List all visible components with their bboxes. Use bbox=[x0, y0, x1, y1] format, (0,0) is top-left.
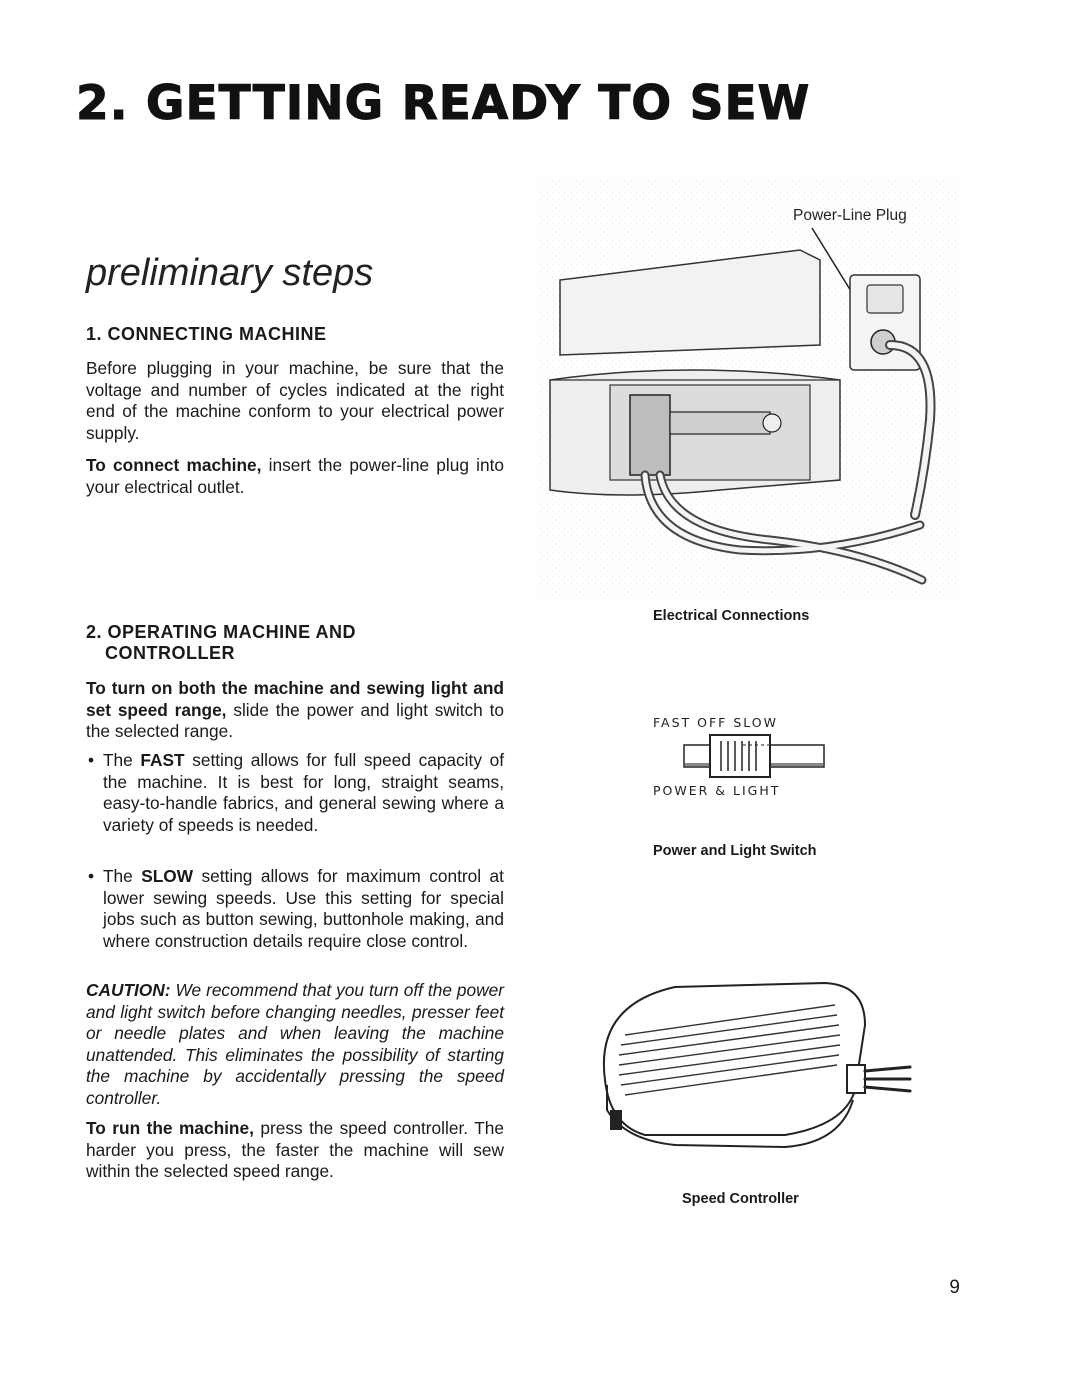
bold-lead: To connect machine, bbox=[86, 455, 262, 475]
bullet-text: The bbox=[103, 866, 142, 886]
section-heading-line1: 2. OPERATING MACHINE AND bbox=[86, 622, 357, 642]
power-light-switch-icon bbox=[683, 734, 825, 778]
operating-intro: To turn on both the machine and sewing l… bbox=[86, 678, 504, 743]
power-light-switch-caption: Power and Light Switch bbox=[653, 843, 817, 859]
section-subtitle: preliminary steps bbox=[86, 252, 374, 294]
switch-power-light-label: POWER & LIGHT bbox=[653, 783, 781, 798]
bullet-text: setting allows for full speed capacity o… bbox=[103, 750, 504, 835]
bullet-text: The bbox=[103, 750, 141, 770]
speed-controller-caption: Speed Controller bbox=[682, 1191, 799, 1207]
electrical-connections-illustration bbox=[540, 180, 960, 600]
page-number: 9 bbox=[949, 1277, 960, 1298]
paragraph-text: press the speed controller. The harder y… bbox=[86, 1118, 504, 1182]
paragraph-text: insert the power-line plug into your ele… bbox=[86, 455, 504, 497]
run-instruction: To run the machine, press the speed cont… bbox=[86, 1118, 504, 1183]
slow-setting-bullet: The SLOW setting allows for maximum cont… bbox=[86, 866, 504, 952]
section-heading-line2: CONTROLLER bbox=[105, 643, 235, 663]
paragraph-text: slide the power and light switch to the … bbox=[86, 699, 505, 742]
bold-lead: To turn on both the machine and sewing l… bbox=[86, 678, 504, 720]
connecting-paragraph: Before plugging in your machine, be sure… bbox=[86, 358, 504, 444]
caution-text: We recommend that you turn off the power… bbox=[86, 980, 504, 1108]
speed-controller-illustration bbox=[602, 981, 912, 1149]
section-operating-machine: 2. OPERATING MACHINE AND CONTROLLER bbox=[86, 622, 504, 664]
bold-lead: To run the machine, bbox=[86, 1118, 254, 1138]
bold-term: FAST bbox=[140, 750, 185, 770]
section-connecting-machine: 1. CONNECTING MACHINE bbox=[86, 324, 504, 345]
section-heading: 1. CONNECTING MACHINE bbox=[86, 324, 327, 344]
connect-instruction: To connect machine, insert the power-lin… bbox=[86, 455, 504, 498]
caution-label: CAUTION: bbox=[86, 980, 171, 1000]
electrical-connections-caption: Electrical Connections bbox=[653, 608, 810, 624]
caution-note: CAUTION: We recommend that you turn off … bbox=[86, 980, 504, 1110]
paragraph-text: Before plugging in your machine, be sure… bbox=[86, 358, 504, 443]
switch-speed-labels: FAST OFF SLOW bbox=[653, 715, 778, 730]
fast-setting-bullet: The FAST setting allows for full speed c… bbox=[86, 750, 504, 836]
bullet-text: setting allows for maximum control at lo… bbox=[103, 866, 504, 951]
bold-term: SLOW bbox=[141, 866, 194, 886]
chapter-title: 2. GETTING READY TO SEW bbox=[75, 76, 811, 132]
